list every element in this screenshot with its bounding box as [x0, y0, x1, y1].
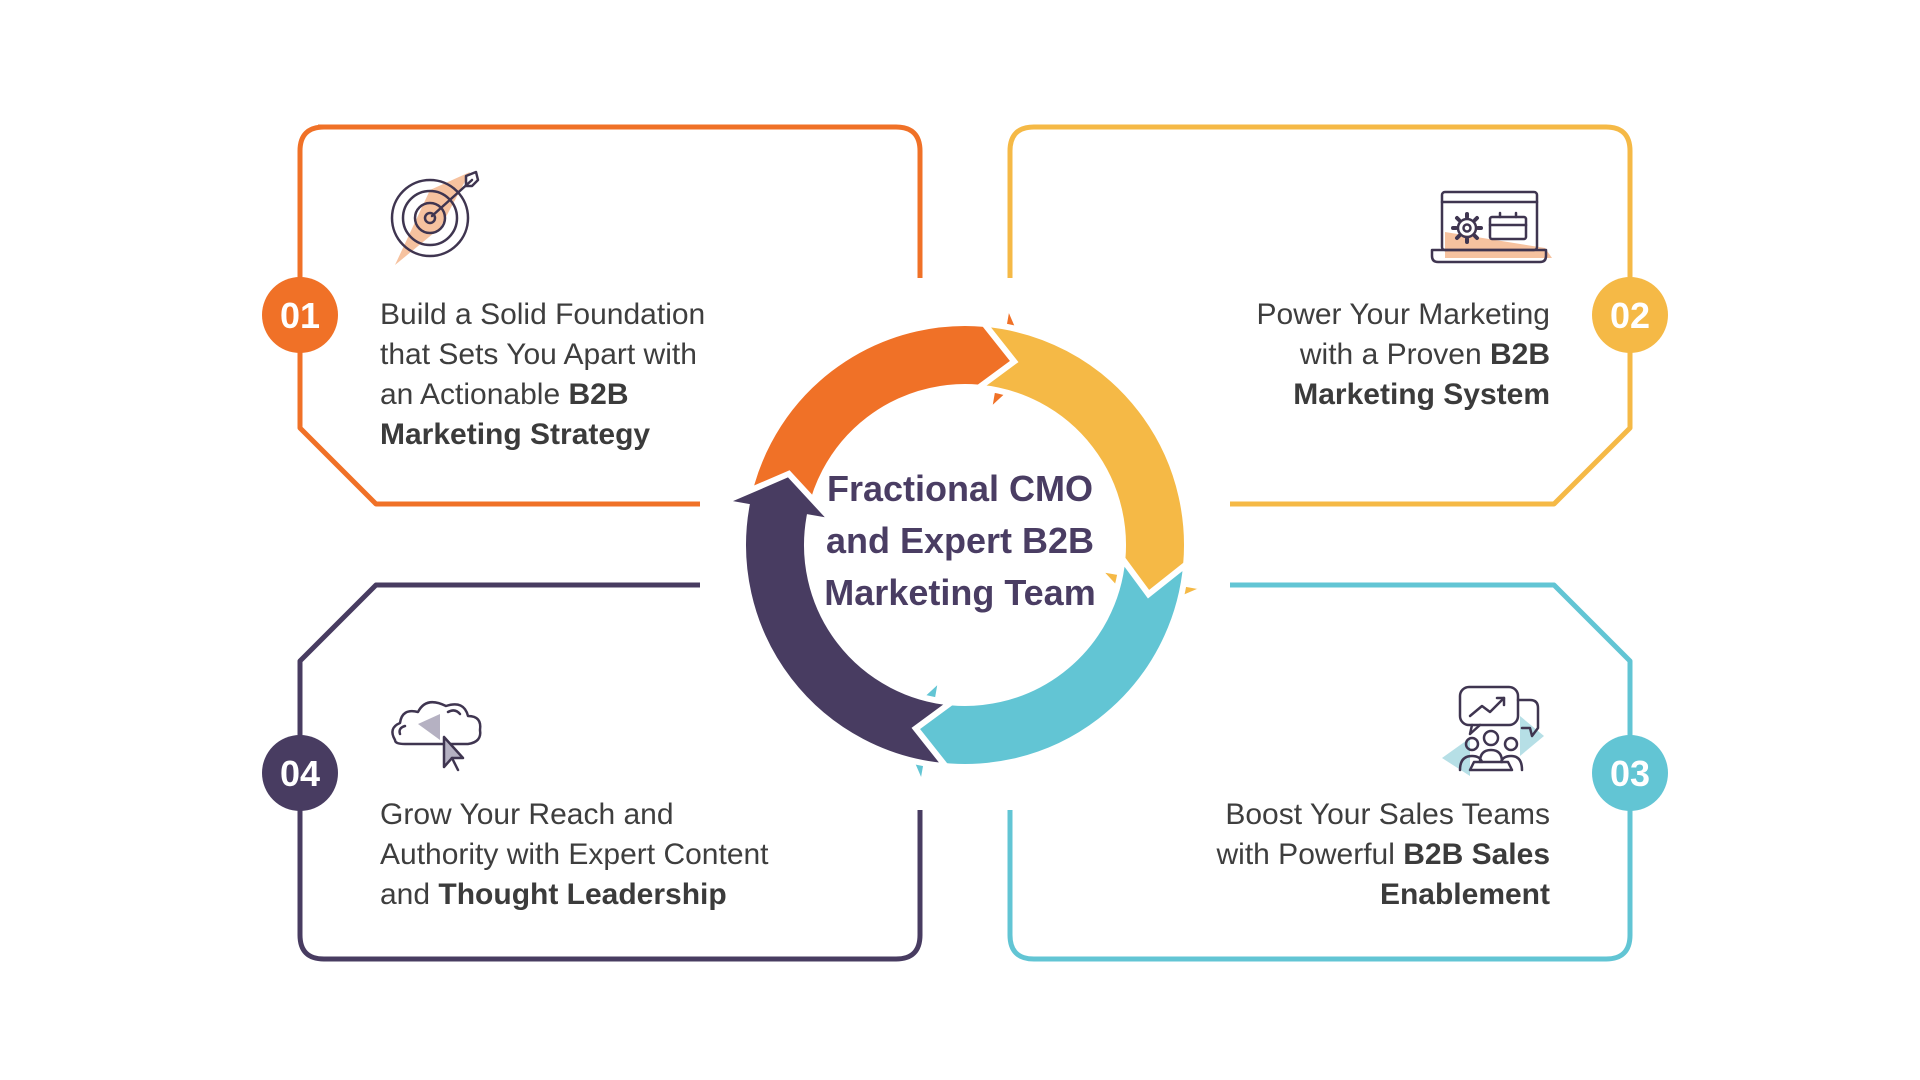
center-title-line-2: and Expert B2B — [825, 520, 1095, 561]
description-line: that Sets You Apart with — [380, 335, 800, 375]
description-line: Marketing System — [1140, 375, 1550, 415]
card-2-outline — [1007, 124, 1633, 507]
description-line: Enablement — [1110, 875, 1550, 915]
description-line: Grow Your Reach and — [380, 795, 820, 835]
card-4-outline — [297, 582, 923, 962]
cycle-ring — [712, 292, 1218, 798]
description-line: Authority with Expert Content — [380, 835, 820, 875]
badge-01: 01 — [262, 277, 338, 353]
center-title: Fractional CMO and Expert B2B Marketing … — [790, 463, 1130, 619]
description-highlight: Enablement — [1379, 878, 1550, 911]
description-text: Authority with Expert Content — [380, 838, 769, 871]
description-text: and — [380, 878, 439, 911]
description-highlight: Marketing System — [1293, 378, 1550, 411]
card-3-outline — [1007, 582, 1633, 962]
description-text: Grow Your Reach and — [380, 798, 674, 831]
description-line: Power Your Marketing — [1140, 295, 1551, 335]
card-1-outline — [297, 124, 923, 507]
description-line: with a Proven B2B — [1140, 335, 1550, 375]
description-text: Power Your Marketing — [1256, 298, 1551, 331]
description-highlight: Marketing Strategy — [380, 418, 651, 451]
description-highlight: Thought Leadership — [438, 878, 727, 911]
target-arrow-icon — [390, 170, 480, 265]
description-text: with a Proven — [1299, 338, 1490, 371]
svg-text:01: 01 — [280, 295, 320, 336]
description-text: an Actionable — [380, 378, 569, 411]
description-text: that Sets You Apart with — [380, 338, 697, 371]
laptop-gear-icon — [1430, 190, 1552, 264]
badge-03: 03 — [1592, 735, 1668, 811]
center-title-line-1: Fractional CMO — [826, 468, 1094, 509]
svg-text:02: 02 — [1610, 295, 1650, 336]
description-line: Marketing Strategy — [380, 415, 800, 455]
team-meeting-icon — [1442, 685, 1544, 776]
svg-text:03: 03 — [1610, 753, 1650, 794]
description-text: Build a Solid Foundation — [380, 298, 706, 331]
center-title-line-3: Marketing Team — [824, 572, 1096, 613]
description-highlight: B2B Sales — [1403, 838, 1550, 871]
description-line: with Powerful B2B Sales — [1110, 835, 1551, 875]
cloud-cursor-icon — [391, 700, 482, 772]
description-line: Build a Solid Foundation — [380, 295, 800, 335]
description-line: an Actionable B2B — [380, 375, 800, 415]
description-highlight: B2B — [1489, 338, 1550, 371]
description-text: Boost Your Sales Teams — [1225, 798, 1550, 831]
step-3-description: Boost Your Sales Teams with Powerful B2B … — [1110, 795, 1551, 915]
arrow-segment-1 — [740, 292, 1040, 540]
description-line: and Thought Leadership — [380, 875, 820, 915]
svg-text:04: 04 — [280, 753, 320, 794]
badge-04: 04 — [262, 735, 338, 811]
description-text: with Powerful — [1216, 838, 1404, 871]
description-line: Boost Your Sales Teams — [1110, 795, 1550, 835]
description-highlight: B2B — [568, 378, 629, 411]
arrow-segment-2 — [970, 320, 1218, 620]
arrow-segment-4 — [712, 470, 960, 770]
arrow-segment-3 — [890, 550, 1190, 798]
step-1-description: Build a Solid Foundation that Sets You Ap… — [380, 295, 800, 455]
badge-02: 02 — [1592, 277, 1668, 353]
